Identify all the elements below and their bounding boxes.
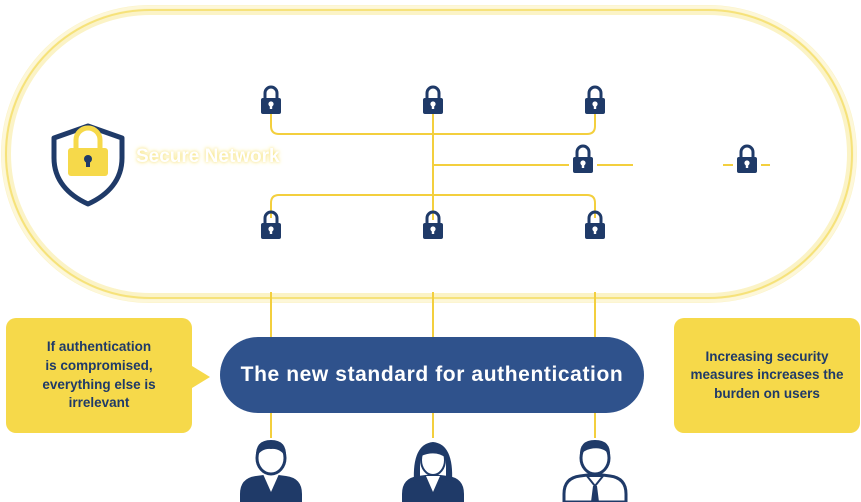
male-user-tie-icon bbox=[562, 440, 628, 502]
padlock-icon bbox=[421, 85, 445, 116]
speech-tail bbox=[192, 366, 210, 388]
note-burden-text: Increasing security measures increases t… bbox=[690, 348, 844, 401]
padlock-icon bbox=[733, 144, 761, 178]
shield-lock-icon bbox=[51, 123, 125, 207]
female-user-icon bbox=[402, 442, 464, 502]
padlock-icon bbox=[259, 85, 283, 116]
secure-network-boundary bbox=[1, 5, 857, 303]
padlock-icon bbox=[569, 144, 597, 178]
network-connections bbox=[270, 113, 770, 438]
authentication-standard-pill: The new standard for authentication bbox=[220, 337, 644, 413]
note-burden: Increasing security measures increases t… bbox=[674, 318, 860, 433]
padlock-icon bbox=[583, 85, 607, 116]
note-compromised-text: If authentication is compromised, everyt… bbox=[42, 339, 156, 411]
authentication-standard-label: The new standard for authentication bbox=[240, 363, 624, 386]
male-user-icon bbox=[240, 440, 302, 502]
note-compromised: If authentication is compromised, everyt… bbox=[6, 318, 210, 433]
secure-network-label: Secure Network bbox=[136, 146, 280, 167]
